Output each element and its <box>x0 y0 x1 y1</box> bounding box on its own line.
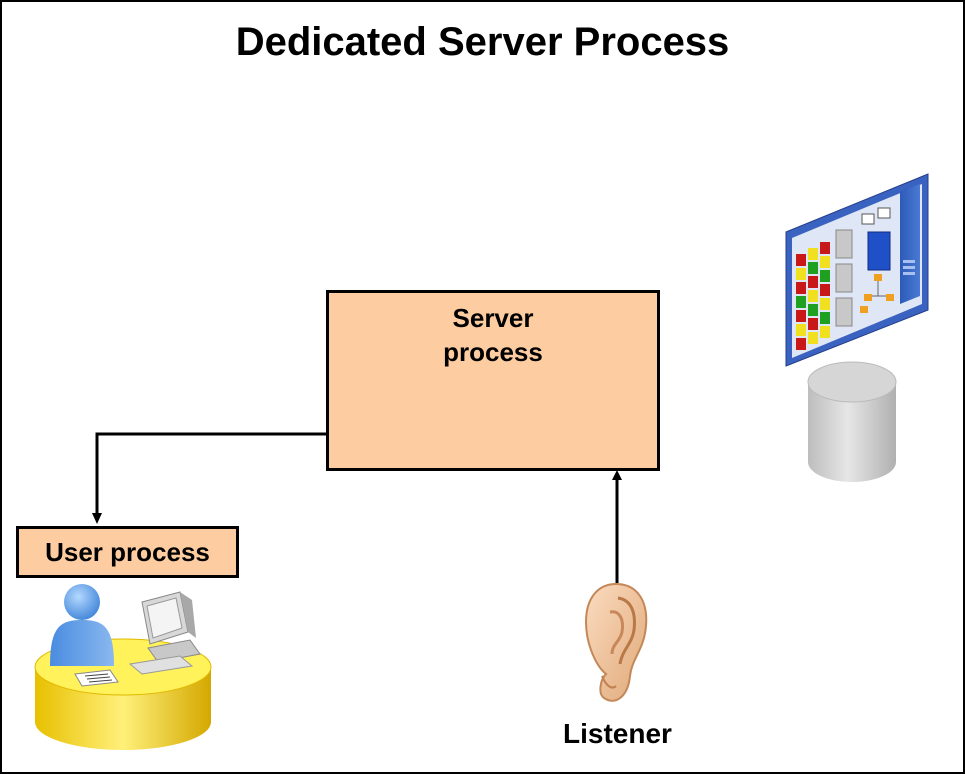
user-process-box: User process <box>16 526 239 578</box>
database-instance-icon <box>785 173 929 367</box>
server-to-user-connector <box>95 432 326 516</box>
slide-title: Dedicated Server Process <box>235 20 730 64</box>
user-workstation-icon <box>34 584 212 750</box>
ear-icon <box>584 582 648 702</box>
listener-label: Listener <box>563 718 672 749</box>
user-arrowhead <box>92 513 102 524</box>
server-arrowhead <box>612 470 622 480</box>
user-process-label: User process <box>45 537 210 567</box>
database-cylinder-icon <box>807 361 897 482</box>
server-process-label: Server process <box>443 303 543 367</box>
server-process-box: Server process <box>326 290 660 471</box>
